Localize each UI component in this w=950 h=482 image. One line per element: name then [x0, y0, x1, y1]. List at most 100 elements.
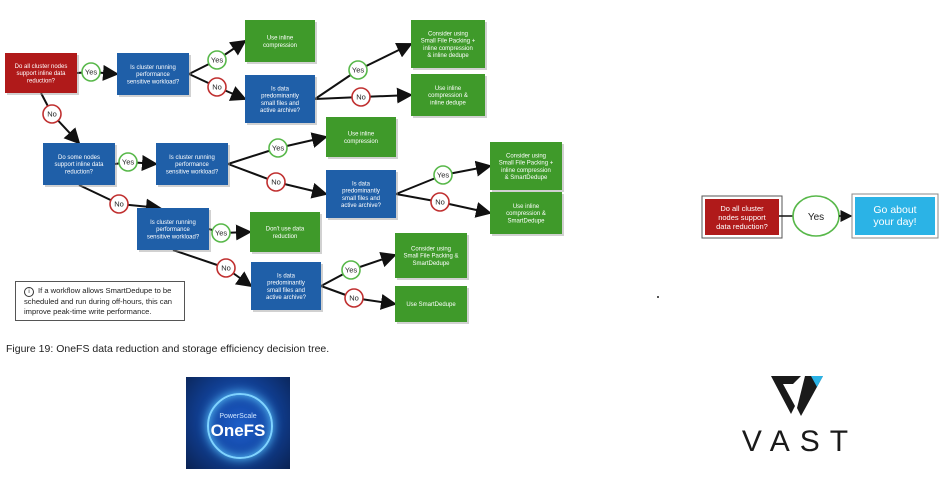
onefs-ring-icon — [207, 393, 273, 459]
node-q3-line-2: small files and — [261, 101, 299, 107]
node-r7-line-1: reduction — [273, 234, 298, 240]
node-r9: Use SmartDedupe — [395, 286, 469, 324]
node-q5-line-2: sensitive workload? — [166, 169, 219, 175]
answer-a15-label: Yes — [345, 266, 357, 275]
node-r3-line-0: Use inline — [435, 86, 462, 92]
answer-a7: Yes — [118, 152, 138, 172]
node-q2-line-2: sensitive workload? — [127, 79, 180, 85]
answer-a8-label: No — [114, 200, 124, 209]
node-q2-box — [117, 53, 189, 95]
answer-a5-label: Yes — [352, 66, 364, 75]
answer-a2-label: No — [47, 110, 57, 119]
figure-caption: Figure 19: OneFS data reduction and stor… — [6, 343, 330, 355]
answer-a15: Yes — [341, 260, 361, 280]
note-text: If a workflow allows SmartDedupe to be s… — [24, 286, 173, 316]
answer-a8: No — [109, 194, 129, 214]
node-q3-line-1: predominantly — [261, 94, 299, 100]
node-r7-box — [250, 212, 320, 252]
onefs-logo-title: OneFS — [210, 421, 266, 440]
node-r8-line-1: Small File Packing & — [403, 254, 458, 260]
node-r2-box — [411, 20, 485, 68]
answer-a2: No — [42, 104, 62, 124]
node-q5-line-0: Is cluster running — [169, 155, 215, 161]
node-r2-line-3: & inline dedupe — [427, 53, 469, 59]
node-r5-line-1: Small File Packing + — [499, 161, 554, 167]
node-r4-line-1: compression — [344, 139, 378, 145]
onefs-logo-subtitle: PowerScale — [219, 413, 257, 420]
answer-a10: No — [266, 172, 286, 192]
answer-a1: Yes — [81, 62, 101, 82]
node-q8-line-1: predominantly — [267, 281, 305, 287]
node-q5-box — [156, 143, 228, 185]
vast-question-line-0: Do all cluster — [720, 204, 764, 213]
node-q3-line-3: active archive? — [260, 108, 301, 114]
node-q1-line-2: reduction? — [27, 78, 56, 84]
node-r1-box — [245, 20, 315, 62]
vast-question-line-1: nodes support — [718, 213, 766, 222]
info-icon: i — [24, 287, 34, 297]
stray-dot — [657, 296, 659, 298]
vast-question-box — [705, 199, 779, 235]
node-q1-line-0: Do all cluster nodes — [15, 64, 68, 70]
answer-a7-label: Yes — [122, 158, 134, 167]
vast-result-line-1: your day! — [873, 216, 916, 228]
node-r8-box — [395, 233, 467, 278]
answer-a13-label: Yes — [215, 229, 227, 238]
answer-a3: Yes — [207, 50, 227, 70]
answer-a11-label: Yes — [437, 171, 449, 180]
answer-a12-label: No — [435, 198, 445, 207]
node-r6-line-1: compression & — [506, 211, 546, 217]
answer-a4-label: No — [212, 83, 222, 92]
node-q2-line-1: performance — [136, 72, 170, 78]
node-q8-box — [251, 262, 321, 310]
node-q6-line-0: Is data — [352, 181, 371, 187]
node-q6-line-3: active archive? — [341, 203, 382, 209]
node-r1-line-0: Use inline — [267, 36, 294, 42]
node-r4-line-0: Use inline — [348, 132, 375, 138]
node-q6-line-2: small files and — [342, 196, 380, 202]
vast-answer-label: Yes — [808, 212, 824, 223]
node-r9-box — [395, 286, 467, 322]
node-q3-line-0: Is data — [271, 86, 290, 92]
node-q7-line-1: performance — [156, 227, 190, 233]
node-q8-line-2: small files and — [267, 288, 305, 294]
node-r2-line-0: Consider using — [428, 31, 468, 37]
node-q4-line-2: reduction? — [65, 169, 94, 175]
answer-a4: No — [207, 77, 227, 97]
answer-a10-label: No — [271, 178, 281, 187]
answer-a16-label: No — [349, 294, 359, 303]
node-q5-line-1: performance — [175, 162, 209, 168]
node-q8-line-0: Is data — [277, 273, 296, 279]
node-q7-box — [137, 208, 209, 250]
answer-a6: No — [351, 87, 371, 107]
answer-a3-label: Yes — [211, 56, 223, 65]
node-q6-box — [326, 170, 396, 218]
vast-result-line-0: Go about — [873, 204, 916, 216]
node-q4-line-1: support inline data — [54, 162, 104, 168]
node-r1-line-1: compression — [263, 43, 297, 49]
answer-a9-label: Yes — [272, 144, 284, 153]
node-q7-line-2: sensitive workload? — [147, 234, 200, 240]
node-q2-line-0: Is cluster running — [130, 65, 176, 71]
node-r3-line-1: compression & — [428, 93, 468, 99]
node-q3-box — [245, 75, 315, 123]
node-q8-line-3: active archive? — [266, 295, 307, 301]
node-r2-line-1: Small File Packing + — [421, 39, 476, 45]
